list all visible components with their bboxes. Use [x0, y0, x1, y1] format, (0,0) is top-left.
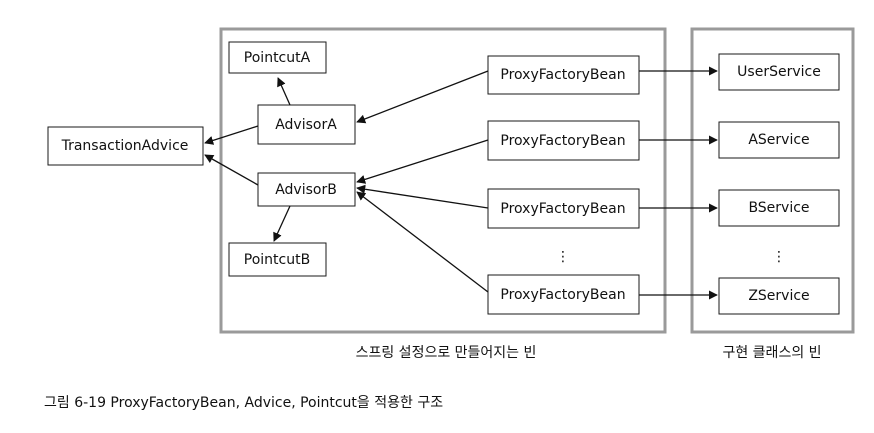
- proxy-ellipsis: ⋮: [556, 249, 570, 265]
- edge-advisorb-to-transactionadvice: [204, 154, 259, 186]
- transaction-advice-node: [47, 126, 204, 166]
- proxy-factory-bean-node-2: [487, 120, 640, 161]
- proxy-factory-bean-label-3: ProxyFactoryBean: [500, 201, 625, 217]
- proxy-factory-bean-label-1: ProxyFactoryBean: [500, 67, 625, 83]
- edge-advisora-to-pointcuta: [277, 77, 291, 106]
- advisor-b-node: [257, 172, 356, 207]
- edge-proxy2-to-advisorb: [356, 139, 489, 184]
- edge-proxy3-to-advisorb: [356, 184, 489, 209]
- z-service-node: [718, 277, 840, 315]
- a-service-node: [718, 121, 840, 159]
- edge-advisorb-to-pointcutb: [273, 205, 291, 242]
- proxy-factory-bean-node-3: [487, 188, 640, 229]
- user-service-node: [718, 53, 840, 91]
- spring-config-beans-group: [219, 27, 667, 334]
- a-service-label: AService: [748, 132, 809, 148]
- user-service-label: UserService: [737, 64, 821, 80]
- advisor-b-label: AdvisorB: [275, 182, 337, 198]
- edge-proxy1-to-advisora: [356, 70, 489, 124]
- advisor-a-node: [257, 104, 356, 145]
- impl-class-beans-label: 구현 클래스의 빈: [722, 345, 821, 361]
- figure-caption: 그림 6-19 ProxyFactoryBean, Advice, Pointc…: [44, 395, 444, 411]
- z-service-label: ZService: [748, 288, 809, 304]
- spring-config-beans-label: 스프링 설정으로 만들어지는 빈: [356, 345, 537, 361]
- edge-proxy4-to-advisorb: [356, 191, 489, 293]
- pointcut-b-label: PointcutB: [244, 252, 310, 268]
- service-ellipsis: ⋮: [772, 249, 786, 265]
- pointcut-a-node: [228, 41, 327, 74]
- advisor-a-label: AdvisorA: [275, 117, 337, 133]
- proxy-factory-bean-label-4: ProxyFactoryBean: [500, 287, 625, 303]
- proxy-factory-bean-label-2: ProxyFactoryBean: [500, 133, 625, 149]
- impl-class-beans-group: [690, 27, 855, 334]
- b-service-label: BService: [748, 200, 809, 216]
- proxy-factory-bean-node-4: [487, 274, 640, 315]
- edge-advisora-to-transactionadvice: [204, 125, 259, 145]
- pointcut-b-node: [228, 242, 327, 277]
- proxy-factory-bean-node-1: [487, 55, 640, 95]
- pointcut-a-label: PointcutA: [244, 50, 311, 66]
- b-service-node: [718, 189, 840, 227]
- transaction-advice-label: TransactionAdvice: [61, 138, 189, 154]
